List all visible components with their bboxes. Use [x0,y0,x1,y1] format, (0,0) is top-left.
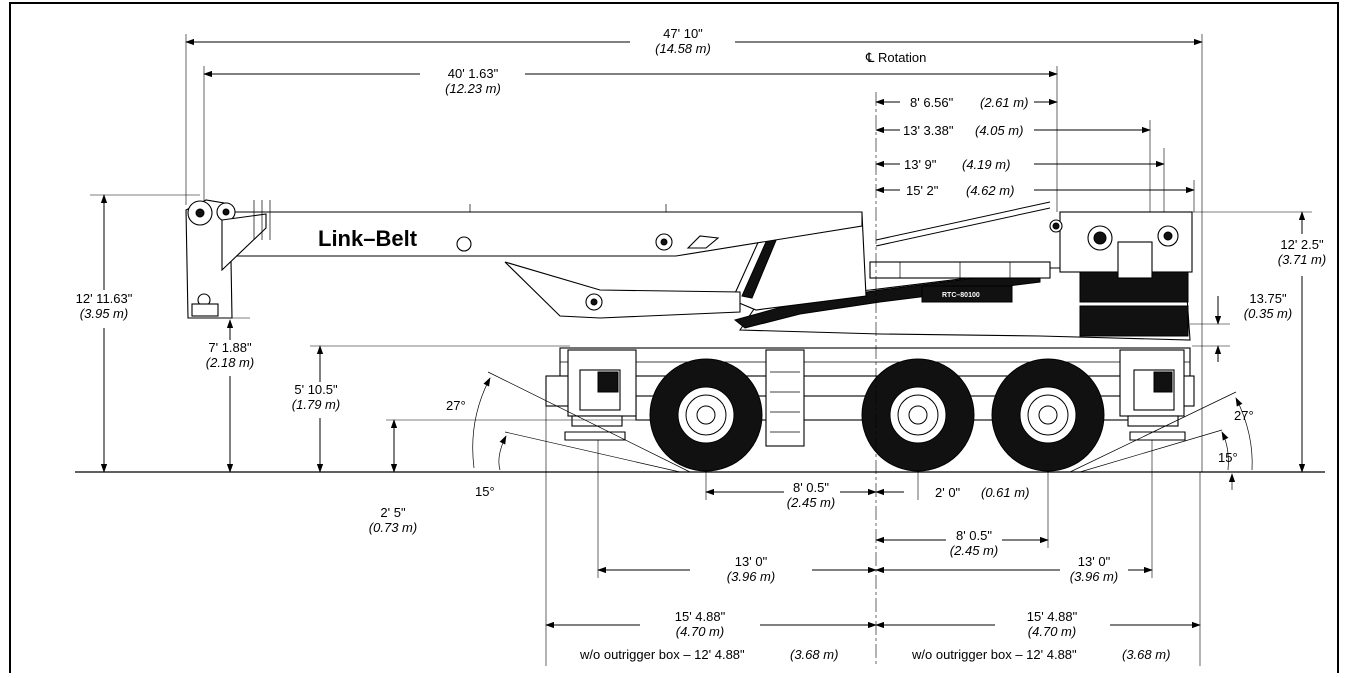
rear-outrigger-metric: (3.96 m) [1070,569,1118,584]
sheave-height-metric: (2.18 m) [206,355,254,370]
tire-front [649,358,763,472]
mid-axle-metric: (0.61 m) [981,485,1029,500]
front-box-imperial: 15' 4.88" [675,609,726,624]
cw-dim-b-imperial: 13' 9" [904,157,937,172]
rear-box-metric: (4.70 m) [1028,624,1076,639]
rotation-centerline-label: ℄ Rotation [865,50,926,65]
boom-head [185,199,271,319]
front-axle-imperial: 8' 0.5" [793,480,829,495]
cw-dim-a-imperial: 13' 3.38" [903,123,954,138]
approach-angle-low: 15° [475,484,495,499]
clearance-metric: (0.73 m) [369,520,417,535]
rear-height-imperial: 12' 2.5" [1280,237,1324,252]
front-box-metric: (4.70 m) [676,624,724,639]
boom-height-metric: (3.95 m) [80,306,128,321]
rear-axle-metric: (2.45 m) [950,543,998,558]
dimension-labels: 47' 10" (14.58 m) ℄ Rotation 40' 1.63" (… [76,26,1327,662]
rear-dim-metric: (4.62 m) [966,183,1014,198]
departure-angle: 27° [1234,408,1254,423]
rear-axle-imperial: 8' 0.5" [956,528,992,543]
front-axle-metric: (2.45 m) [787,495,835,510]
wo-box-rear-metric: (3.68 m) [1122,647,1170,662]
boom-length-metric: (12.23 m) [445,81,501,96]
counterweight-lower [1079,305,1189,337]
cw-dim-b-metric: (4.19 m) [962,157,1010,172]
deck-height-metric: (1.79 m) [292,397,340,412]
rear-height-metric: (3.71 m) [1278,252,1326,267]
front-outrigger-imperial: 13' 0" [735,554,768,569]
boom-height-imperial: 12' 11.63" [76,291,133,306]
pivot-dim-imperial: 8' 6.56" [910,95,954,110]
rear-outrigger-imperial: 13' 0" [1078,554,1111,569]
clearance-imperial: 2' 5" [380,505,406,520]
wo-box-rear-imperial: w/o outrigger box – 12' 4.88" [911,647,1077,662]
dimension-lines [90,34,1312,666]
rear-box-imperial: 15' 4.88" [1027,609,1078,624]
front-outrigger-metric: (3.96 m) [727,569,775,584]
cw-clearance-metric: (0.35 m) [1244,306,1292,321]
model-number: RTC–80100 [942,292,980,299]
pivot-dim-metric: (2.61 m) [980,95,1028,110]
departure-angle-low: 15° [1218,450,1238,465]
tire-rear [991,358,1105,472]
deck-height-imperial: 5' 10.5" [294,382,338,397]
wo-box-front-imperial: w/o outrigger box – 12' 4.88" [579,647,745,662]
overall-length-imperial: 47' 10" [663,26,703,41]
approach-angle: 27° [446,398,466,413]
rear-dim-imperial: 15' 2" [906,183,939,198]
cw-clearance-imperial: 13.75" [1249,291,1287,306]
sheave-height-imperial: 7' 1.88" [208,340,252,355]
cw-dim-a-metric: (4.05 m) [975,123,1023,138]
boom-length-imperial: 40' 1.63" [448,66,499,81]
crane-illustration: RTC–80100 [185,199,1195,472]
upperstructure: RTC–80100 [733,201,1193,341]
brand-logo: Link–Belt [318,226,418,251]
mid-axle-imperial: 2' 0" [935,485,961,500]
wo-box-front-metric: (3.68 m) [790,647,838,662]
tire-middle [861,358,975,472]
overall-length-metric: (14.58 m) [655,41,711,56]
page-border [9,2,1339,678]
ladder [765,349,805,447]
